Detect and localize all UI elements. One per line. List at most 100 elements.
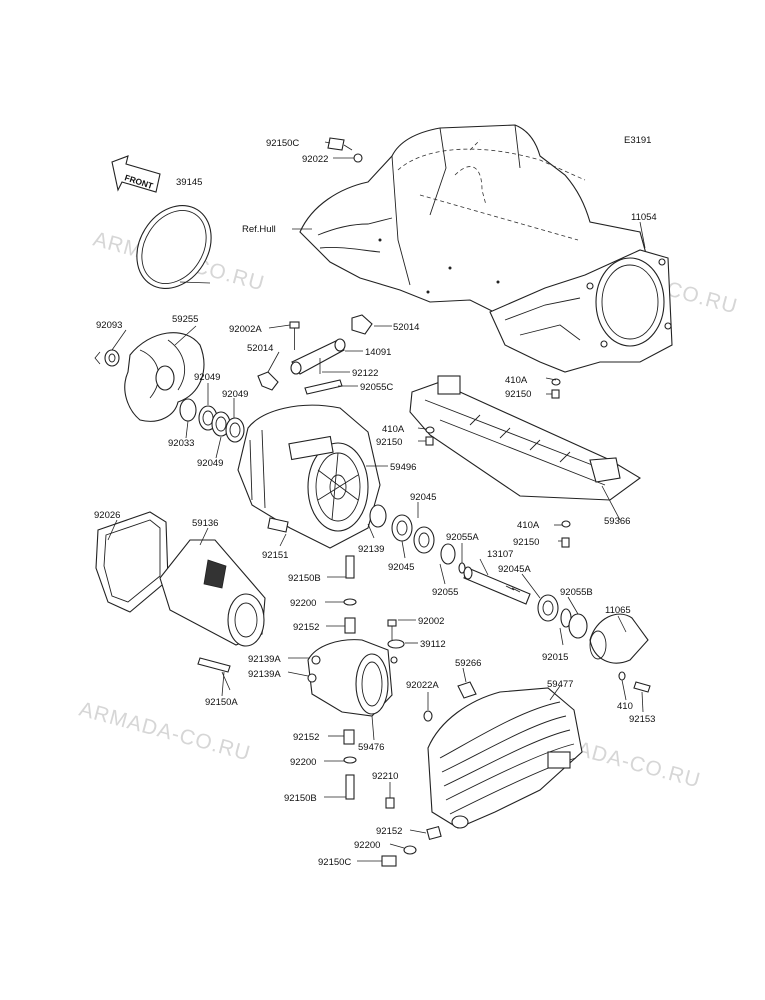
part-label: 410A: [382, 424, 405, 435]
part-label: 92150A: [205, 697, 238, 708]
part-label: 92049: [197, 458, 223, 469]
bolt-92153: [633, 681, 651, 693]
stack-92152-92200-92150B-lower: [343, 729, 357, 800]
pipe-14091: [290, 338, 346, 375]
shaft-13107: [463, 566, 531, 605]
part-label: 92002A: [229, 324, 262, 335]
part-label: 92150: [505, 389, 531, 400]
part-label: 410A: [517, 520, 540, 531]
washer-92022-top: [353, 153, 363, 163]
part-label: 92026: [94, 510, 120, 521]
part-label: 92022A: [406, 680, 439, 691]
washer-92022A: [423, 710, 433, 722]
fitting-52014-upper: [351, 314, 373, 335]
part-label: 59366: [604, 516, 630, 527]
part-label: 52014: [247, 343, 273, 354]
part-label: 92045A: [498, 564, 531, 575]
part-label: 92049: [222, 389, 248, 400]
stack-92152-92200-92150B-upper: [343, 555, 357, 634]
part-label: 92139A: [248, 669, 281, 680]
washer-410: [618, 671, 626, 681]
ride-plate-59366: [409, 375, 641, 501]
part-label: 92151: [262, 550, 288, 561]
part-label: 92045: [388, 562, 414, 573]
part-label: 92200: [354, 840, 380, 851]
bolt-92210: [385, 797, 395, 809]
part-label: 92150B: [284, 793, 317, 804]
part-label: 13107: [487, 549, 513, 560]
part-label: 92055A: [446, 532, 479, 543]
part-label: 52014: [393, 322, 419, 333]
bearings-92045: [391, 514, 435, 554]
part-label: 92122: [352, 368, 378, 379]
part-label: 59477: [547, 679, 573, 690]
part-label: 92015: [542, 652, 568, 663]
nozzle-59136: [159, 539, 266, 647]
part-label: 92055: [432, 587, 458, 598]
part-label: 92002: [418, 616, 444, 627]
nut-92093: [94, 349, 120, 367]
leader-lines: [107, 141, 644, 862]
part-label: 410: [617, 701, 633, 712]
part-label: 92022: [302, 154, 328, 165]
bolt-92002A: [289, 321, 300, 350]
part-label: 92150B: [288, 573, 321, 584]
part-label: 410A: [505, 375, 528, 386]
fitting-59266: [457, 681, 477, 699]
part-label: 92200: [290, 757, 316, 768]
o-ring-92055B: [568, 613, 588, 639]
part-label: 92045: [410, 492, 436, 503]
steering-nozzle-59476: [307, 639, 398, 717]
pump-cover-11054: [489, 221, 673, 373]
part-label: 92055C: [360, 382, 393, 393]
ref-hull-label: Ref.Hull: [242, 224, 276, 235]
part-label: 92150: [513, 537, 539, 548]
gasket-92026: [95, 511, 169, 613]
part-label: 92152: [376, 826, 402, 837]
pump-case-59496: [237, 404, 381, 549]
bolt-92151: [267, 517, 289, 533]
cap-11065: [589, 613, 649, 664]
seals-92049: [198, 405, 245, 443]
front-arrow-icon: FRONT: [111, 155, 161, 193]
part-label: 92200: [290, 598, 316, 609]
part-label: 59496: [390, 462, 416, 473]
part-label: 92150C: [318, 857, 351, 868]
bolt-92150C-top: [327, 137, 353, 151]
part-label: 92033: [168, 438, 194, 449]
part-label: 92152: [293, 622, 319, 633]
part-label: 92139: [358, 544, 384, 555]
part-label: 92210: [372, 771, 398, 782]
part-label: 11054: [631, 212, 657, 223]
diagram-code: E3191: [624, 135, 651, 146]
bolt-92002: [387, 619, 397, 640]
part-label: 92152: [293, 732, 319, 743]
part-label: 92139A: [248, 654, 281, 665]
part-label: 92150: [376, 437, 402, 448]
part-label: 14091: [365, 347, 391, 358]
bolt-92150A: [197, 657, 231, 691]
part-label: 92055B: [560, 587, 593, 598]
part-label: 59255: [172, 314, 198, 325]
ring-39145: [136, 205, 212, 289]
part-label: 39112: [420, 639, 446, 650]
part-label: 59136: [192, 518, 218, 529]
part-label: 59476: [358, 742, 384, 753]
washer-39112: [387, 639, 405, 649]
washer-92033: [179, 398, 197, 422]
part-label: 92049: [194, 372, 220, 383]
bearing-92139: [369, 504, 387, 528]
fitting-52014-lower: [257, 371, 279, 391]
part-label: 59266: [455, 658, 481, 669]
part-label: 92150C: [266, 138, 299, 149]
part-label: 11065: [605, 605, 631, 616]
impeller-59255: [124, 332, 205, 422]
part-label: 92153: [629, 714, 655, 725]
part-label: 92093: [96, 320, 122, 331]
o-ring-92055: [440, 543, 456, 565]
bearing-92045A: [537, 594, 559, 622]
part-label: 39145: [176, 177, 202, 188]
gasket-92055C: [304, 379, 343, 395]
intake-grate-59477: [427, 687, 583, 829]
